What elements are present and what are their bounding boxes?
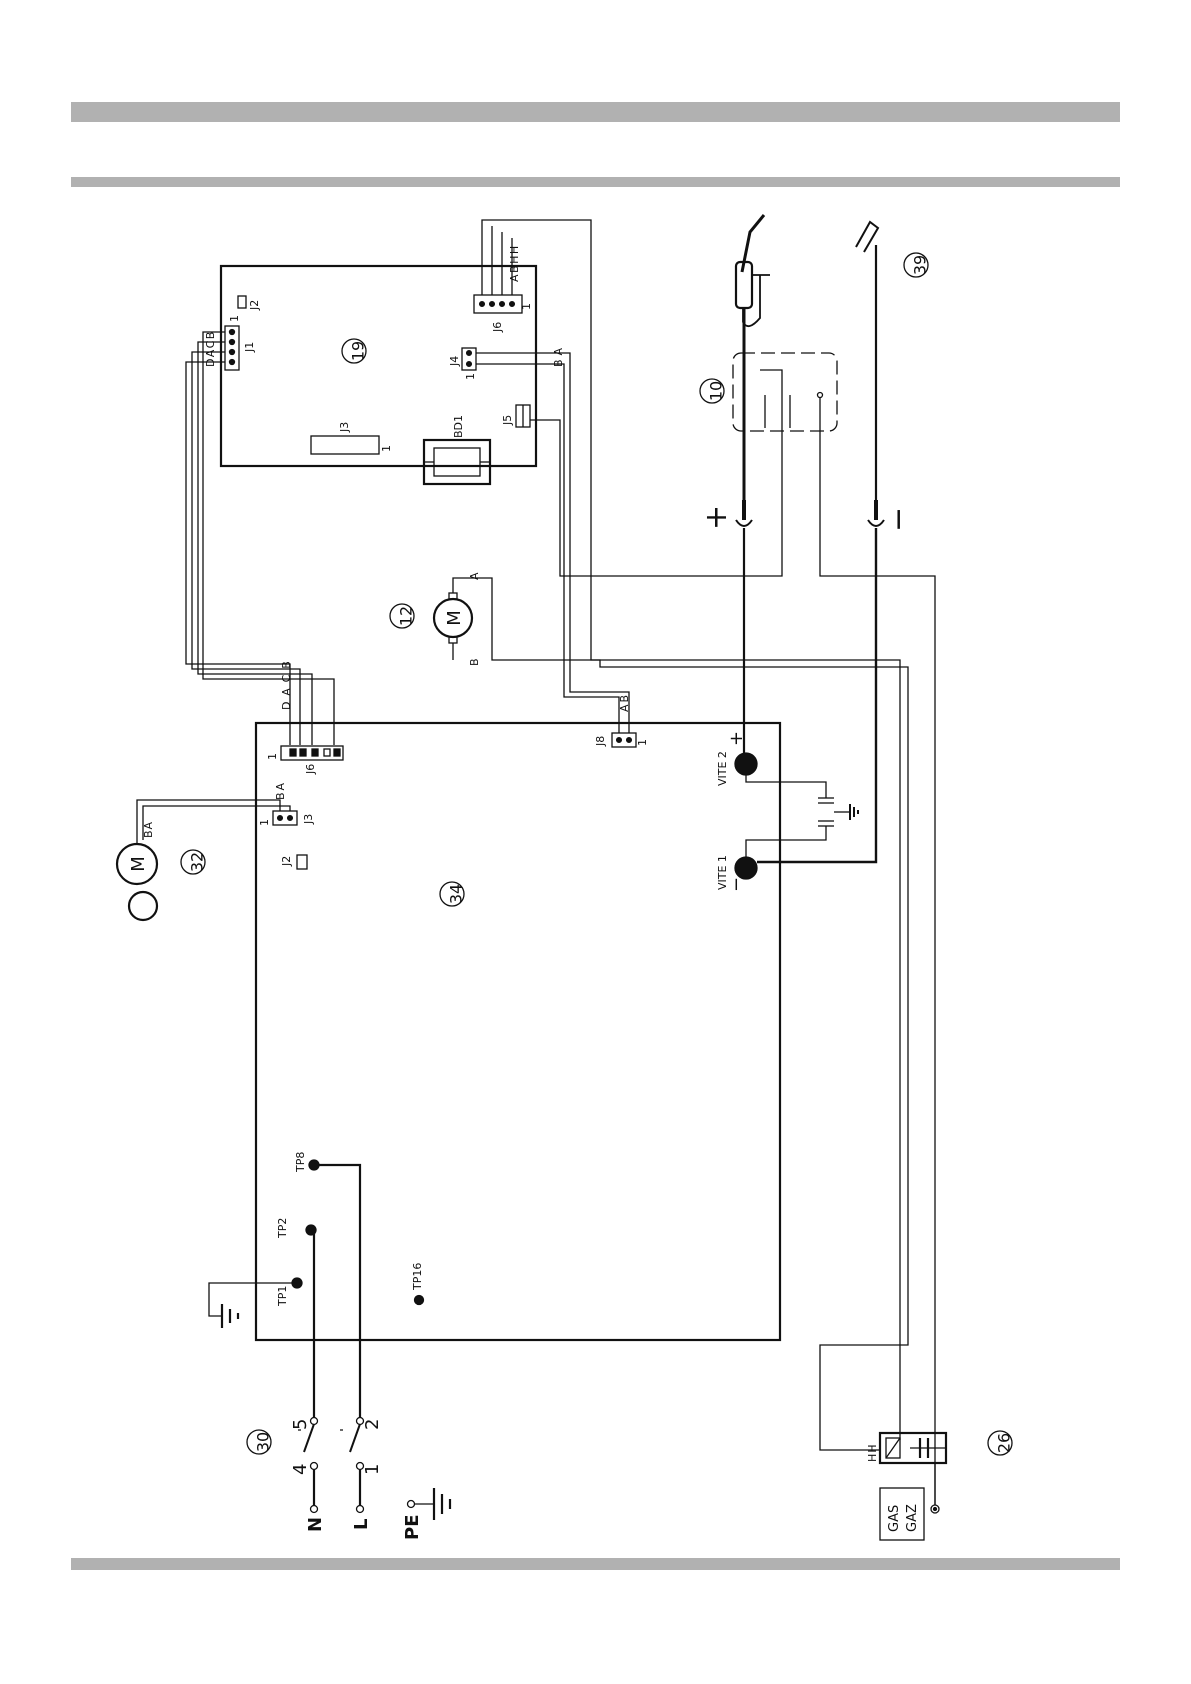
power-board-34 bbox=[256, 723, 780, 1340]
b34-j6-pin1: 1 bbox=[266, 753, 279, 760]
motor-32-pins: BA bbox=[142, 821, 155, 838]
b19-j6-pins: ABHH bbox=[508, 244, 521, 282]
component-markers bbox=[181, 253, 1012, 1455]
harness-j1-j6 bbox=[186, 332, 334, 745]
harness-j4-j8 bbox=[476, 353, 629, 733]
mains-l: L bbox=[351, 1519, 372, 1530]
vite-capacitors bbox=[746, 775, 858, 857]
label-34: 34 bbox=[447, 884, 466, 904]
harness-j6-19 bbox=[482, 220, 908, 1450]
b19-j6-pin1: 1 bbox=[520, 303, 533, 310]
motor-12-pin-b: B bbox=[468, 658, 481, 666]
b19-j4-pin1: 1 bbox=[464, 373, 477, 380]
socket-plus: + bbox=[699, 505, 734, 530]
b34-j8-pins: AB bbox=[618, 693, 631, 712]
valve-pins: HH bbox=[866, 1443, 879, 1462]
motor-32-symbol: M bbox=[128, 856, 149, 872]
label-39: 39 bbox=[911, 255, 930, 275]
switch-5: 5 bbox=[290, 1419, 311, 1430]
label-10: 10 bbox=[707, 381, 726, 401]
valve-gas: GAS bbox=[887, 1505, 902, 1532]
b34-tp8: TP8 bbox=[294, 1152, 307, 1173]
b19-j1-label: J1 bbox=[243, 342, 256, 353]
b19-j1-pins: DACB bbox=[204, 330, 217, 367]
label-26: 26 bbox=[995, 1433, 1014, 1453]
b19-j3-pin1: 1 bbox=[380, 445, 393, 452]
switch-2: 2 bbox=[362, 1419, 383, 1430]
label-12: 12 bbox=[397, 606, 416, 626]
b34-tp1: TP1 bbox=[276, 1286, 289, 1307]
b34-tp2: TP2 bbox=[276, 1218, 289, 1239]
motor-12-pin-a: A bbox=[468, 572, 481, 580]
label-19: 19 bbox=[349, 341, 368, 361]
b34-j6-pins: DACB bbox=[280, 655, 293, 710]
b19-j5-label: J5 bbox=[501, 415, 514, 426]
b34-j8-pin1: 1 bbox=[636, 739, 649, 746]
b34-j8-label: J8 bbox=[594, 736, 607, 747]
mains-n: N bbox=[305, 1517, 326, 1532]
b34-vite2-plus: + bbox=[726, 731, 747, 746]
b19-j2-label: J2 bbox=[248, 300, 261, 311]
b19-bd1-label: BD1 bbox=[452, 415, 465, 438]
b34-vite1-minus: − bbox=[726, 877, 747, 892]
b34-j3-label: J3 bbox=[302, 814, 315, 825]
pump-motor-12 bbox=[434, 578, 900, 1440]
mains-pe: PE bbox=[402, 1515, 423, 1541]
label-30: 30 bbox=[254, 1432, 273, 1452]
b34-tp16: TP16 bbox=[411, 1263, 424, 1291]
b19-j4-label: J4 bbox=[448, 356, 461, 367]
b34-j6-label: J6 bbox=[304, 764, 317, 775]
b34-j2-label: J2 bbox=[280, 856, 293, 867]
socket-minus: − bbox=[881, 507, 916, 532]
b34-j3-pin1: 1 bbox=[258, 819, 271, 826]
torch-10 bbox=[733, 215, 935, 1505]
b34-vite2: VITE 2 bbox=[716, 751, 729, 786]
b19-j6-label: J6 bbox=[491, 322, 504, 333]
switch-1: 1 bbox=[362, 1464, 383, 1475]
b19-j1-pin1: 1 bbox=[228, 315, 241, 322]
motor-12-symbol: M bbox=[444, 610, 465, 626]
b19-j4-pins: BA bbox=[552, 344, 565, 367]
plus-socket bbox=[736, 500, 752, 753]
b34-j3-pins: BA bbox=[274, 781, 287, 800]
control-board-19 bbox=[221, 266, 536, 484]
valve-gaz: GAZ bbox=[905, 1504, 920, 1532]
b19-j3-label: J3 bbox=[338, 422, 351, 433]
switch-4: 4 bbox=[290, 1464, 311, 1475]
label-32: 32 bbox=[188, 852, 207, 872]
